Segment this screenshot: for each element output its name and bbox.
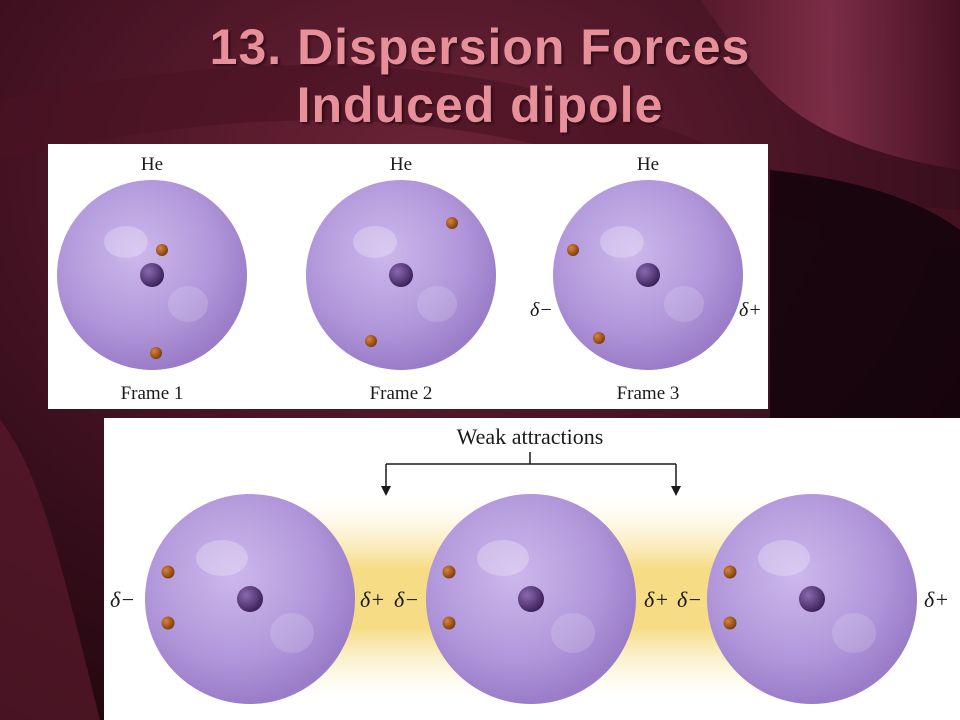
electron: [593, 332, 605, 344]
arrow-down-icon: [381, 486, 391, 496]
frame-3-element: He: [637, 154, 659, 175]
dipole-atom-2: [426, 494, 636, 704]
nucleus: [636, 263, 660, 287]
frame-1: He Frame 1: [57, 154, 247, 404]
electron: [442, 565, 456, 579]
partial-negative-charge: δ−: [677, 587, 702, 612]
frame-3: He δ− δ+ Frame 3: [530, 154, 762, 404]
frame-2-label: Frame 2: [370, 383, 433, 404]
nucleus: [237, 586, 263, 612]
partial-positive-charge: δ+: [360, 587, 385, 612]
attraction-bracket: [385, 452, 677, 492]
electron: [723, 565, 737, 579]
electron: [161, 616, 175, 630]
electron: [442, 616, 456, 630]
partial-positive-charge: δ+: [644, 587, 669, 612]
electron: [446, 217, 458, 229]
frames-panel: He Frame 1 He Frame 2 He: [48, 144, 768, 409]
nucleus: [140, 263, 164, 287]
partial-negative-charge: δ−: [110, 587, 135, 612]
nucleus: [518, 586, 544, 612]
nucleus: [389, 263, 413, 287]
title-line-1: 13. Dispersion Forces: [209, 19, 751, 75]
dipole-atom-3: [707, 494, 917, 704]
partial-negative-charge: δ−: [394, 587, 419, 612]
partial-negative-charge: δ−: [530, 299, 553, 321]
frame-1-label: Frame 1: [121, 383, 184, 404]
electron: [723, 616, 737, 630]
partial-positive-charge: δ+: [739, 299, 762, 321]
slide-title: 13. Dispersion Forces Induced dipole: [0, 18, 960, 134]
title-line-2: Induced dipole: [296, 77, 664, 133]
frame-2-element: He: [390, 154, 412, 175]
frame-2: He Frame 2: [306, 154, 496, 404]
weak-attractions-caption: Weak attractions: [457, 424, 604, 449]
electron: [161, 565, 175, 579]
frame-3-label: Frame 3: [617, 383, 680, 404]
nucleus: [799, 586, 825, 612]
frame-1-element: He: [141, 154, 163, 175]
electron: [150, 347, 162, 359]
arrow-down-icon: [671, 486, 681, 496]
attractions-panel: Weak attractions: [104, 418, 960, 720]
electron: [156, 244, 168, 256]
partial-positive-charge: δ+: [924, 587, 949, 612]
electron: [365, 335, 377, 347]
electron: [567, 244, 579, 256]
dipole-atom-1: [145, 494, 355, 704]
